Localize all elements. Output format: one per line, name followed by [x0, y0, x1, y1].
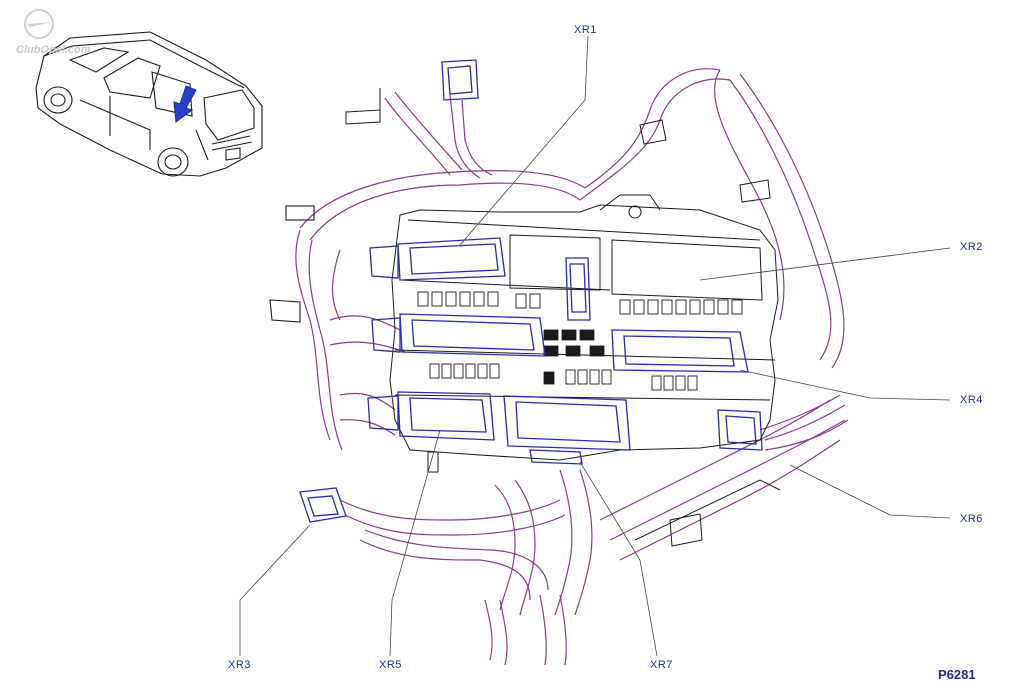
- connector-top-plug: [441, 59, 479, 101]
- callout-xr3: XR3: [228, 659, 251, 671]
- connector-xr7: [503, 395, 631, 465]
- leader-xr6: [789, 464, 951, 519]
- leader-xr4: [739, 369, 951, 401]
- fuse-box-body: [389, 194, 779, 461]
- figure-id: P6281: [938, 667, 976, 682]
- connector-xr5: [367, 391, 495, 441]
- connector-xr4: [611, 329, 749, 373]
- callout-xr1: XR1: [574, 24, 597, 36]
- relay-block: [543, 329, 605, 385]
- vehicle-locator-illustration: [35, 31, 263, 177]
- fuse-row-upper: [417, 291, 743, 315]
- connector-xr2: [565, 257, 591, 321]
- connector-left-plug: [269, 205, 315, 323]
- connector-xr1: [369, 237, 506, 281]
- connector-xr3: [299, 487, 347, 523]
- callout-xr7: XR7: [650, 659, 673, 671]
- location-arrow-icon: [173, 85, 197, 123]
- leader-xr3: [239, 524, 311, 656]
- connector-xr6: [717, 409, 763, 451]
- connector-center: [371, 313, 546, 357]
- fuse-row-middle: [429, 363, 698, 391]
- leader-xr5: [389, 429, 441, 657]
- callout-xr2: XR2: [960, 241, 983, 253]
- leader-lines: [239, 35, 951, 657]
- callout-xr6: XR6: [960, 513, 983, 525]
- leader-xr1: [459, 35, 589, 246]
- callout-xr5: XR5: [379, 659, 402, 671]
- wiring-harness: [295, 68, 849, 666]
- small-clip-detail: [345, 88, 781, 547]
- watermark-text: ClubOpel.com: [16, 44, 91, 56]
- leader-xr7: [579, 461, 658, 657]
- watermark-logo: [24, 9, 54, 39]
- callout-xr4: XR4: [960, 394, 983, 406]
- leader-xr2: [699, 247, 951, 281]
